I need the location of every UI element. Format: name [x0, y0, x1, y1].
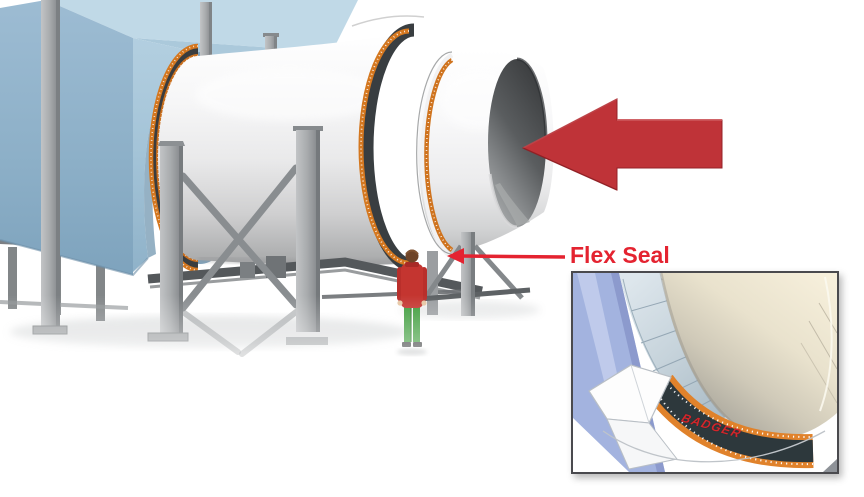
flex-seal-joint [358, 23, 415, 273]
flex-seal-pointer-arrow [447, 248, 566, 264]
duct-opening [488, 57, 548, 229]
outlet-flange-ring [420, 52, 454, 260]
plenum-left-face [0, 0, 133, 275]
inset-scene-svg [573, 273, 837, 472]
inset-flex-seal-band [645, 371, 814, 469]
inset-duct-shell [659, 273, 837, 439]
worker-head [405, 249, 419, 263]
inset-support-wedge [823, 459, 837, 472]
plenum-fabric-edge [144, 127, 157, 258]
seal-bolt-band-outer [358, 28, 410, 266]
inset-housing-outline [602, 430, 826, 463]
flow-direction-arrow [521, 98, 723, 191]
flow-arrow-group [521, 98, 723, 191]
inset-rubber-band [650, 378, 814, 463]
flex-seal-label: Flex Seal [570, 242, 670, 268]
support-steel-frame [32, 0, 531, 357]
seal-detail-inset: BADGER [571, 271, 839, 474]
seal-bolt-band-inner [424, 58, 454, 252]
